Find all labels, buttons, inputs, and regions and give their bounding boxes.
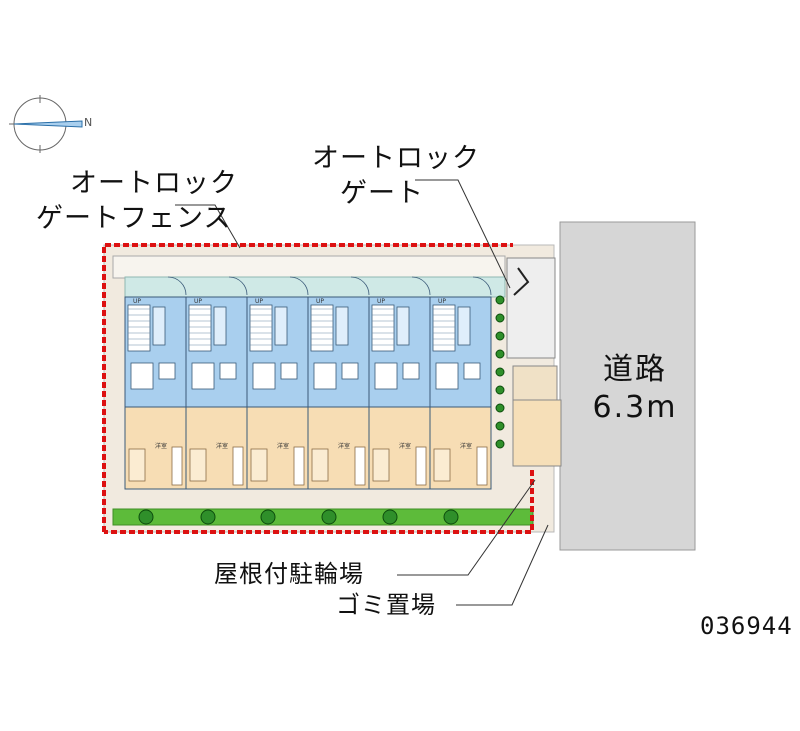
unit-toilet: [341, 362, 359, 380]
unit-closet: [311, 448, 329, 482]
unit-door-swing: [350, 276, 370, 296]
tree: [495, 313, 505, 323]
unit-kitchen: [396, 306, 410, 346]
units-layer: [124, 276, 492, 490]
unit-toilet: [463, 362, 481, 380]
unit-bath: [252, 362, 276, 390]
unit-balcony-door: [354, 446, 366, 486]
unit-stair: [371, 304, 395, 352]
road-area: [559, 221, 696, 551]
unit-stair: [127, 304, 151, 352]
unit-toilet: [219, 362, 237, 380]
unit-closet: [433, 448, 451, 482]
unit-balcony-door: [293, 446, 305, 486]
unit-kitchen: [213, 306, 227, 346]
unit-closet: [250, 448, 268, 482]
leader-gate: [415, 179, 511, 289]
unit-door-swing: [472, 276, 492, 296]
unit-bath: [435, 362, 459, 390]
tree: [495, 403, 505, 413]
compass-needle-icon: [13, 120, 83, 128]
gate-box: [506, 257, 556, 359]
leader-bicycle: [397, 479, 536, 576]
trees-layer: [138, 295, 505, 525]
site-inner-boundary: [112, 255, 506, 279]
autolock-gate-symbol: [513, 267, 530, 296]
unit-bath: [130, 362, 154, 390]
unit-stair: [188, 304, 212, 352]
unit-closet: [372, 448, 390, 482]
unit-door-swing: [167, 276, 187, 296]
unit-kitchen: [274, 306, 288, 346]
unit-bath: [191, 362, 215, 390]
autolock-gate-fence: [102, 243, 534, 534]
tree: [260, 509, 276, 525]
unit-stair: [310, 304, 334, 352]
unit-kitchen: [457, 306, 471, 346]
unit-balcony-door: [232, 446, 244, 486]
entrance-path: [124, 276, 506, 298]
unit-stair: [249, 304, 273, 352]
tree: [495, 421, 505, 431]
tree: [443, 509, 459, 525]
compass: [9, 95, 83, 153]
tree: [321, 509, 337, 525]
tree: [495, 385, 505, 395]
unit-closet: [128, 448, 146, 482]
unit-stair: [432, 304, 456, 352]
unit-kitchen: [152, 306, 166, 346]
unit-toilet: [280, 362, 298, 380]
tree: [495, 349, 505, 359]
tree: [138, 509, 154, 525]
tree: [495, 295, 505, 305]
unit-door-swing: [228, 276, 248, 296]
unit-balcony-door: [476, 446, 488, 486]
tree: [200, 509, 216, 525]
tree: [495, 367, 505, 377]
tree: [495, 331, 505, 341]
unit-toilet: [158, 362, 176, 380]
leader-garbage: [456, 524, 549, 606]
unit-bath: [313, 362, 337, 390]
unit-kitchen: [335, 306, 349, 346]
unit-door-swing: [411, 276, 431, 296]
unit-balcony-door: [415, 446, 427, 486]
garbage-storage: [512, 365, 558, 401]
unit-toilet: [402, 362, 420, 380]
bicycle-parking: [512, 399, 562, 467]
tree: [495, 439, 505, 449]
unit-closet: [189, 448, 207, 482]
unit-balcony-door: [171, 446, 183, 486]
unit-bath: [374, 362, 398, 390]
leader-gate-fence: [175, 204, 241, 249]
tree: [382, 509, 398, 525]
unit-door-swing: [289, 276, 309, 296]
